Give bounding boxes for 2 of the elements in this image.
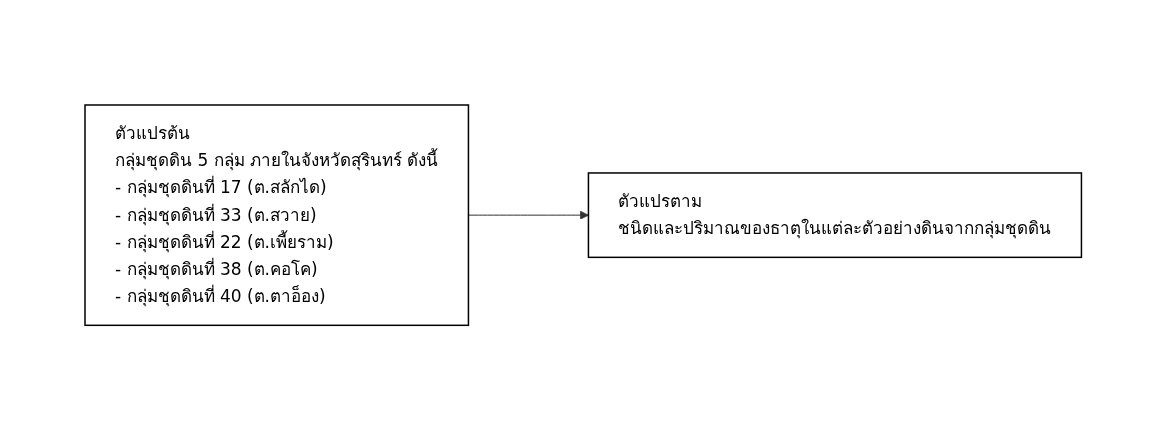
node-box: ตัวแปรต้น กลุ่มชุดดิน 5 กลุ่ม ภายในจังหวัดสุรินทร์ ดังนี้ - กลุ่มชุดดินที่ 17 (ต.สลักได) - กลุ่มชุดดินที่ 33 (ต.สวาย) - กลุ่มชุดดินที่ 22 (ต.เพี้ยราม) - กลุ่มชุดดินที่ 38 (ต.คอโค) - กลุ่มชุดดินที่ 40 (ต.ตาอ็อง) [84,104,470,327]
node-box: ตัวแปรตาม ชนิดและปริมาณของธาตุในแต่ละตัวอย่างดินจากกลุ่มชุดดิน [587,172,1083,259]
